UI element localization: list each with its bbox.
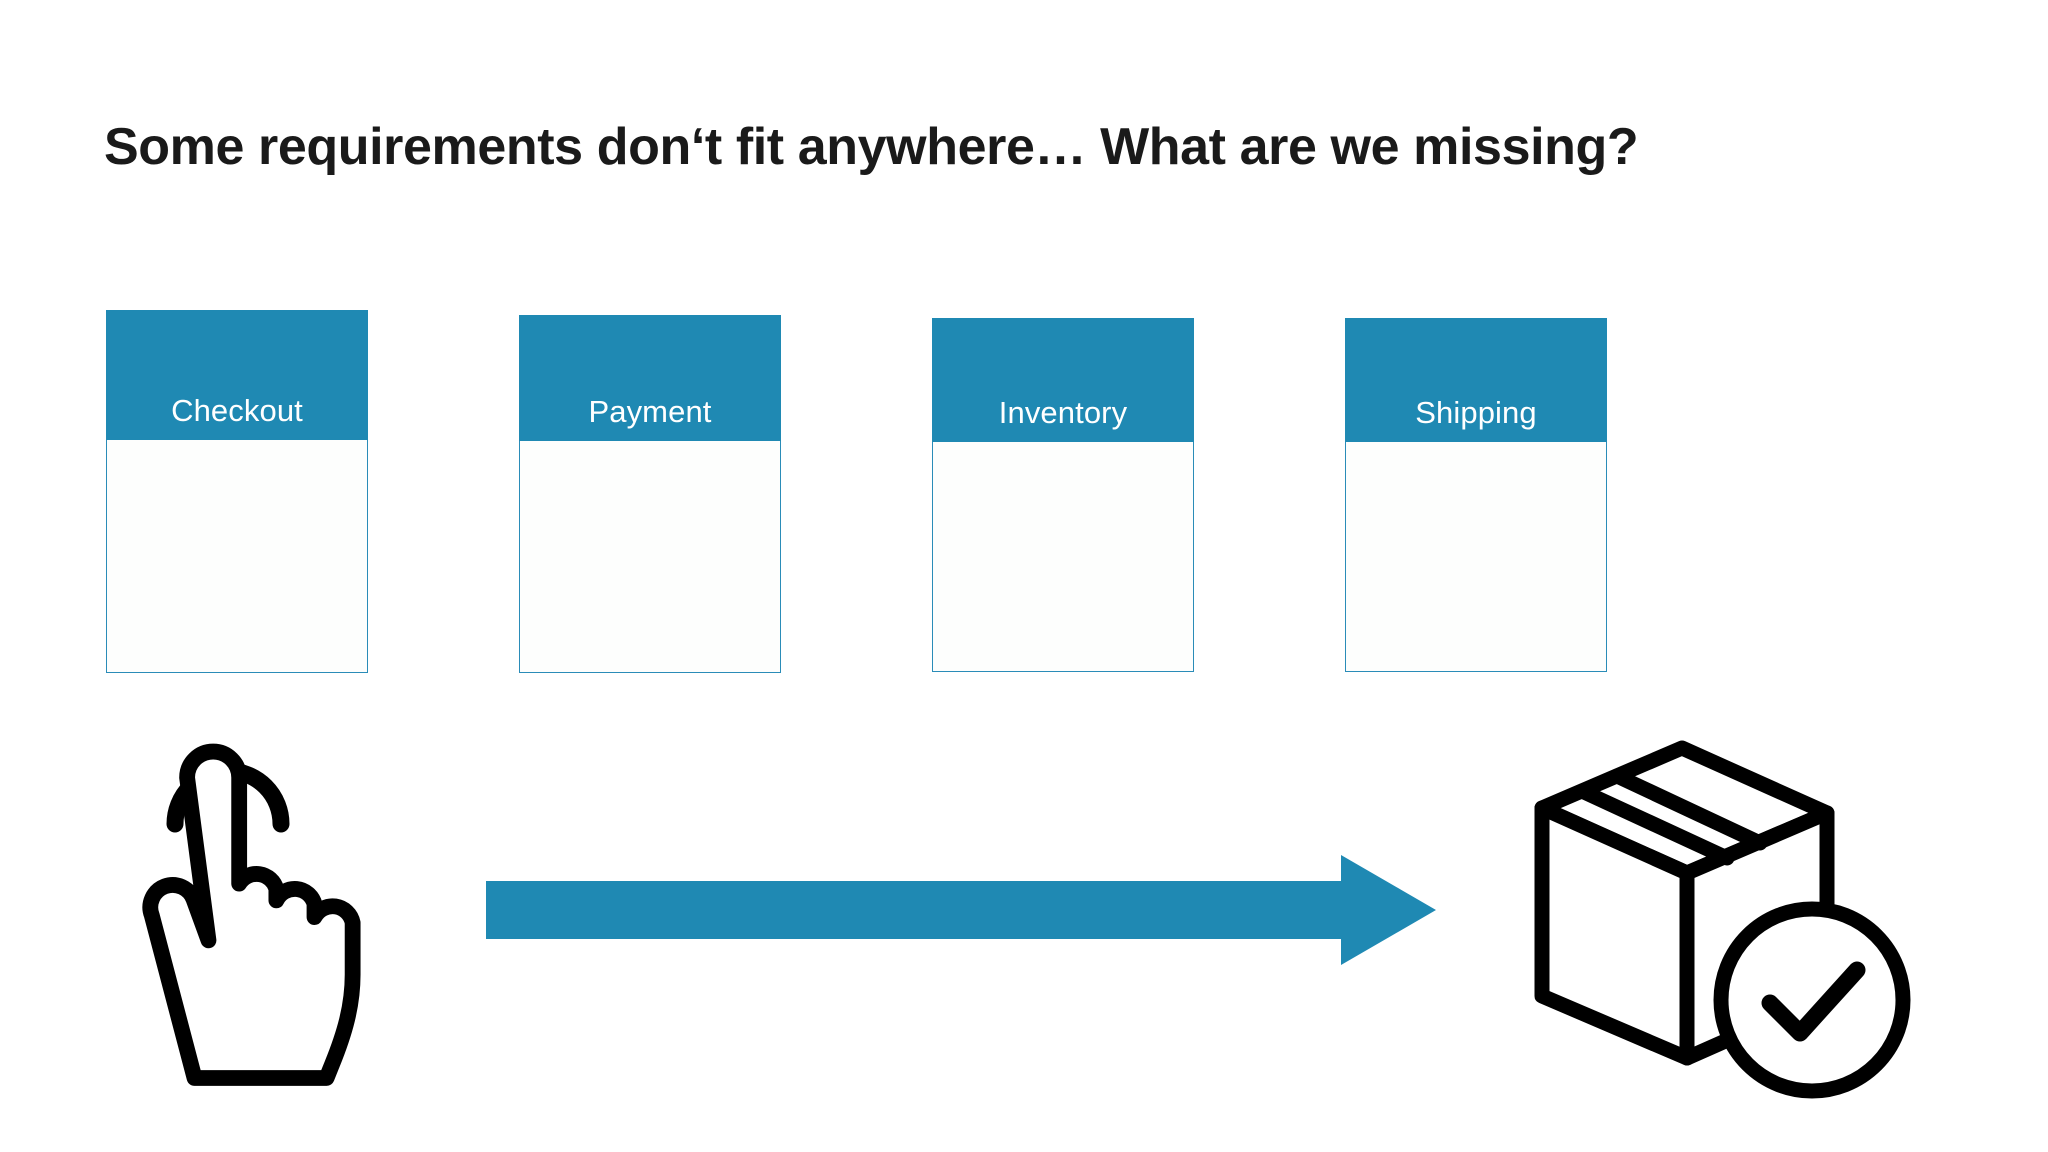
card-header-payment: Payment [519, 315, 781, 441]
card-body-checkout[interactable] [106, 440, 368, 673]
tap-hand-icon [130, 728, 410, 1086]
column-card-inventory[interactable]: Inventory [932, 318, 1194, 672]
card-header-checkout: Checkout [106, 310, 368, 440]
package-check-icon [1522, 728, 1922, 1099]
right-arrow-icon [486, 855, 1436, 965]
card-title-checkout: Checkout [171, 393, 303, 428]
card-header-shipping: Shipping [1345, 318, 1607, 442]
page-title: Some requirements don‘t fit anywhere… Wh… [104, 118, 1639, 176]
card-title-shipping: Shipping [1415, 395, 1537, 430]
card-title-inventory: Inventory [998, 395, 1128, 430]
card-body-inventory[interactable] [932, 442, 1194, 672]
column-card-checkout[interactable]: Checkout [106, 310, 368, 673]
column-card-shipping[interactable]: Shipping [1345, 318, 1607, 672]
column-card-payment[interactable]: Payment [519, 315, 781, 673]
card-title-payment: Payment [588, 394, 712, 429]
card-body-shipping[interactable] [1345, 442, 1607, 672]
card-header-inventory: Inventory [932, 318, 1194, 442]
card-body-payment[interactable] [519, 441, 781, 673]
